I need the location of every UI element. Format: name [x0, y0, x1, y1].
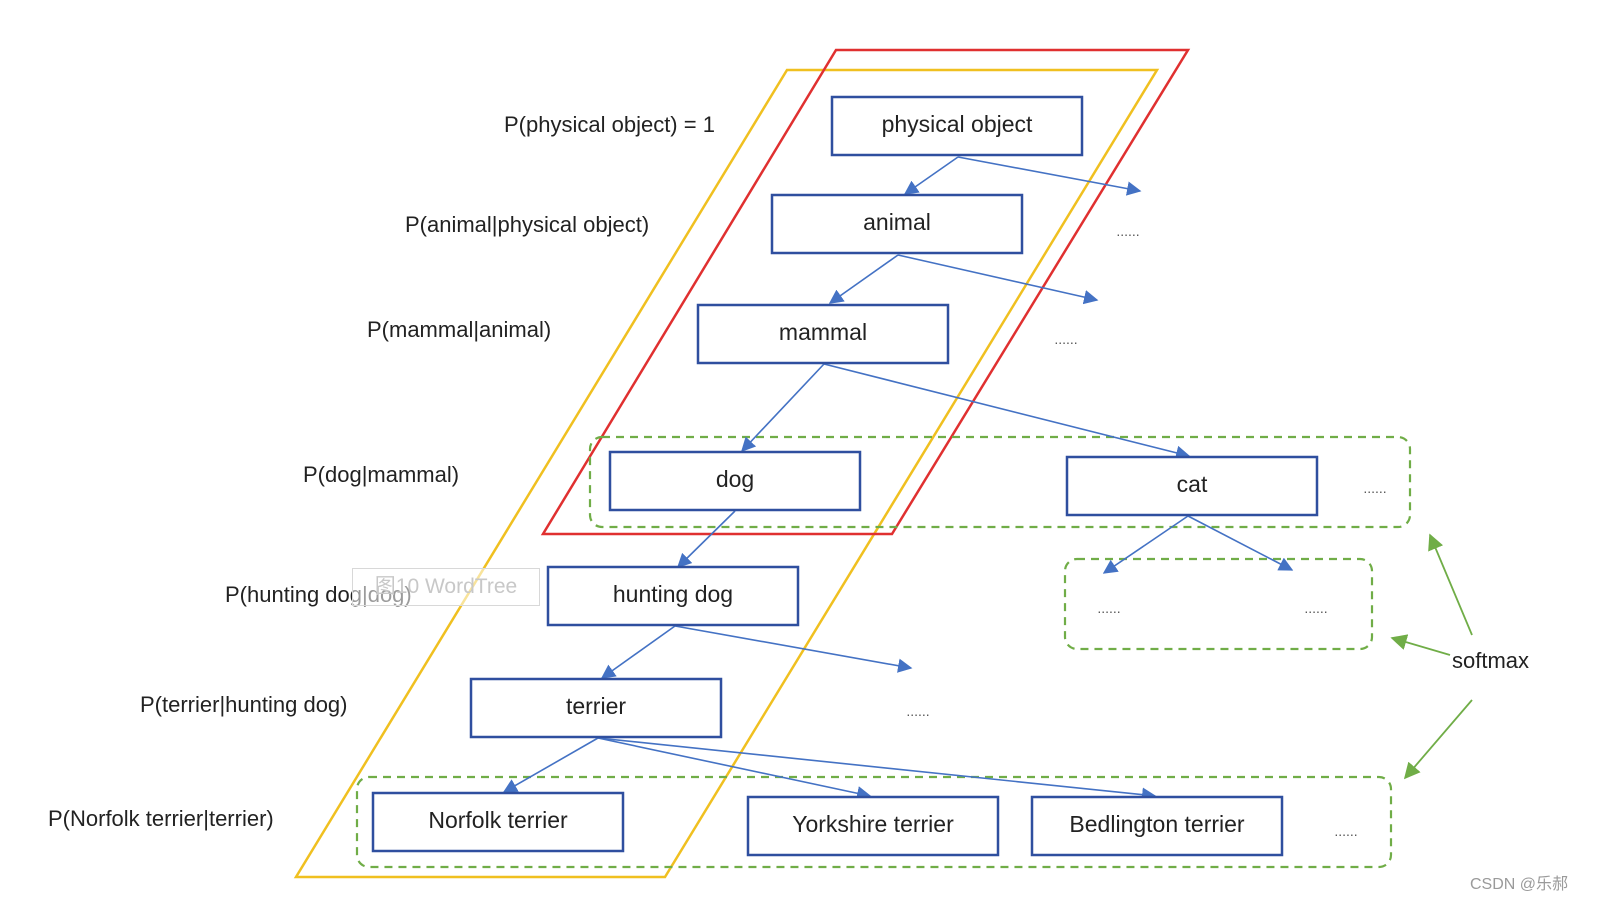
node-animal: animal: [770, 193, 1024, 255]
node-mammal: mammal: [696, 303, 950, 365]
edge-terrier-norfolk: [502, 737, 599, 793]
edge-animal-mammal: [828, 254, 899, 304]
node-bedlington-terrier: Bedlington terrier: [1030, 795, 1284, 857]
node-dog: dog: [608, 450, 862, 512]
ellipsis-cat-child-left: ......: [1097, 600, 1120, 616]
node-label: mammal: [779, 319, 867, 345]
ellipsis-animal-siblings: ......: [1054, 331, 1077, 347]
figure-caption-overlay: 图10 WordTree: [352, 568, 540, 606]
ellipsis-terrier-children: ......: [1334, 823, 1357, 839]
edge-hunting-dog-other: [674, 625, 913, 673]
softmax-arrow-top: [1428, 533, 1473, 636]
prob-label-animal: P(animal|physical object): [405, 212, 649, 237]
node-cat: cat: [1065, 455, 1319, 517]
ellipsis-hunting-dog-siblings: ......: [906, 703, 929, 719]
edge-animal-other: [897, 254, 1099, 305]
edge-terrier-bedlington: [597, 737, 1157, 802]
ellipsis-physical-object-siblings: ......: [1116, 223, 1139, 239]
node-hunting-dog: hunting dog: [546, 565, 800, 627]
edge-mammal-cat: [823, 363, 1191, 460]
edge-cat-child-right: [1187, 515, 1294, 571]
node-norfolk-terrier: Norfolk terrier: [371, 791, 625, 853]
softmax-arrow-bottom: [1403, 699, 1473, 780]
node-label: Norfolk terrier: [428, 807, 568, 833]
node-label: hunting dog: [613, 581, 733, 607]
prob-label-terrier: P(terrier|hunting dog): [140, 692, 348, 717]
softmax-arrow-middle: [1390, 634, 1451, 656]
node-label: dog: [716, 466, 754, 492]
node-yorkshire-terrier: Yorkshire terrier: [746, 795, 1000, 857]
edge-hunting-dog-terrier: [600, 625, 676, 679]
softmax-group-terrier-children: [355, 775, 1393, 869]
node-label: physical object: [882, 111, 1033, 137]
node-label: cat: [1177, 471, 1208, 497]
node-label: animal: [863, 209, 931, 235]
softmax-group-cat-children: [1063, 557, 1374, 651]
edge-physical-object-animal: [903, 156, 959, 195]
edge-mammal-dog: [741, 363, 825, 453]
edge-cat-child-left: [1102, 515, 1189, 574]
red-path-outline: [540, 48, 1191, 536]
ellipsis-cat-child-right: ......: [1304, 600, 1327, 616]
prob-label-physical-object: P(physical object) = 1: [504, 112, 715, 137]
node-label: Bedlington terrier: [1069, 811, 1244, 837]
edge-terrier-yorkshire: [597, 737, 872, 801]
edge-physical-object-other: [957, 156, 1142, 196]
node-label: Yorkshire terrier: [792, 811, 954, 837]
edge-dog-hunting-dog: [676, 510, 736, 569]
node-physical-object: physical object: [830, 95, 1084, 157]
yellow-path-outline: [293, 68, 1160, 879]
prob-label-dog: P(dog|mammal): [303, 462, 459, 487]
prob-label-norfolk-terrier: P(Norfolk terrier|terrier): [48, 806, 274, 831]
node-label: terrier: [566, 693, 626, 719]
tree-edges: [502, 156, 1294, 802]
softmax-group-mammal-children: [588, 435, 1412, 529]
prob-label-mammal: P(mammal|animal): [367, 317, 551, 342]
csdn-watermark: CSDN @乐郝: [1469, 876, 1568, 893]
node-terrier: terrier: [469, 677, 723, 739]
softmax-label: softmax: [1452, 648, 1529, 673]
ellipsis-mammal-children: ......: [1363, 480, 1386, 496]
